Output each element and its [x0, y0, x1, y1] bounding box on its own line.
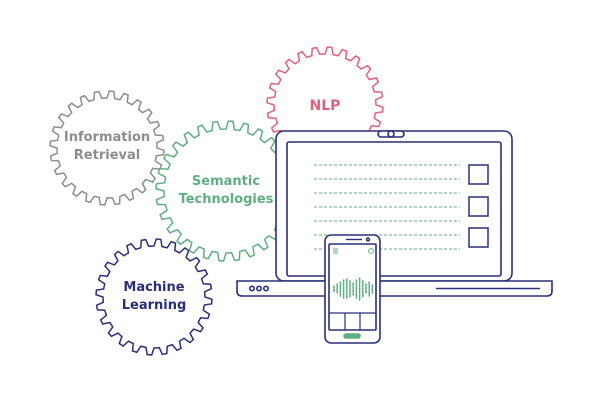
gear-machine-learning-outline	[95, 238, 213, 356]
laptop-base	[236, 280, 553, 297]
phone-settings-icon	[368, 248, 374, 254]
checkbox-3-icon	[468, 227, 489, 248]
gear-machine-learning-line-1: Machine	[123, 280, 184, 295]
phone-waveform	[333, 277, 374, 301]
gear-semantic-technologies-outline	[155, 120, 297, 262]
gear-machine-learning-line-2: Learning	[122, 298, 187, 313]
webcam-icon	[387, 130, 395, 138]
gear-machine-learning: Machine Learning	[95, 238, 213, 356]
screen-checkboxes	[468, 164, 489, 248]
gear-semantic-technologies-line-1: Semantic	[192, 174, 260, 189]
laptop-indicator-1	[249, 285, 256, 292]
checkbox-1-icon	[468, 164, 489, 185]
checkbox-2-icon	[468, 196, 489, 217]
phone-home-button	[343, 333, 361, 339]
screen-text-lines	[314, 164, 460, 250]
laptop-illustration	[236, 130, 553, 297]
gear-information-retrieval: Information Retrieval	[49, 90, 165, 206]
gear-nlp-label: NLP	[310, 98, 341, 114]
laptop-indicator-2	[255, 285, 262, 292]
gear-information-retrieval-outline	[49, 90, 165, 206]
screen-content	[314, 164, 489, 250]
gear-information-retrieval-line-1: Information	[64, 130, 150, 145]
gear-semantic-technologies-line-2: Technologies	[179, 192, 274, 207]
laptop-indicator-3	[262, 285, 269, 292]
gear-information-retrieval-line-2: Retrieval	[74, 148, 140, 163]
gear-semantic-technologies: Semantic Technologies	[155, 120, 297, 262]
phone-camera-icon	[365, 237, 371, 242]
phone-status-bar	[333, 248, 374, 254]
